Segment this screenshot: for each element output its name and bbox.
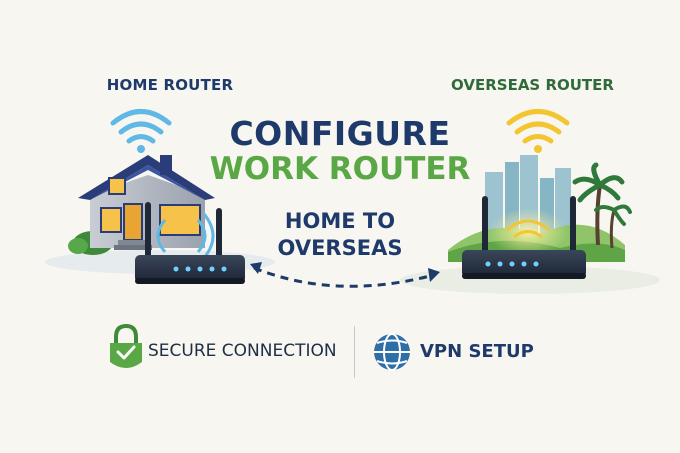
lock-icon xyxy=(110,323,142,368)
house-icon xyxy=(68,155,215,255)
title-line-2: WORK ROUTER xyxy=(209,151,471,187)
divider xyxy=(354,326,355,378)
subtitle-line-2: OVERSEAS xyxy=(277,236,403,260)
home-wifi-icon xyxy=(110,109,172,153)
palm-tree-icon xyxy=(572,162,632,249)
overseas-router-icon xyxy=(462,196,586,279)
globe-icon xyxy=(374,333,410,371)
title-line-1: CONFIGURE xyxy=(229,114,451,153)
overseas-router-label: OVERSEAS ROUTER xyxy=(451,76,614,94)
subtitle-line-1: HOME TO xyxy=(284,209,396,233)
secure-connection-label: SECURE CONNECTION xyxy=(148,341,337,361)
overseas-wifi-icon xyxy=(506,109,570,153)
dashed-arrow-icon xyxy=(250,262,440,288)
home-router-label: HOME ROUTER xyxy=(106,76,234,94)
vpn-setup-label: VPN SETUP xyxy=(420,341,534,362)
home-router-icon xyxy=(135,202,245,284)
